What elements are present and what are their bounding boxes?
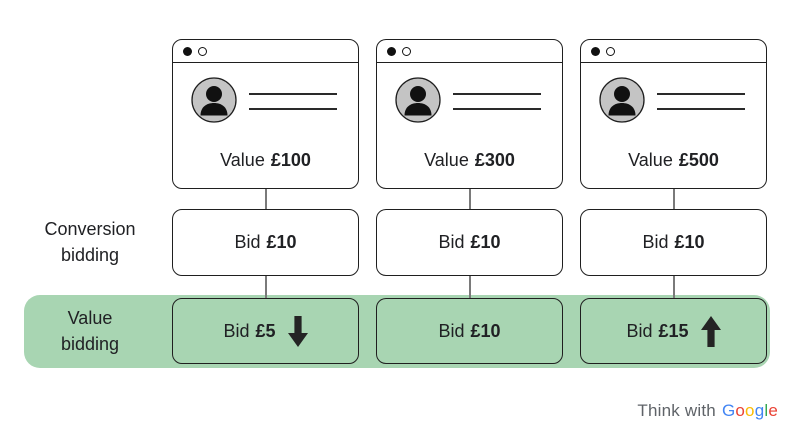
value-amount: £300 [474, 150, 515, 170]
value-word: Value [628, 150, 673, 170]
bid-word: Bid [642, 232, 669, 252]
value-amount: £500 [678, 150, 719, 170]
bid-amount: £10 [470, 232, 501, 252]
window-dot-outline-icon [606, 46, 615, 56]
window-dot-filled-icon [591, 46, 600, 56]
window-dot-filled-icon [387, 46, 396, 56]
user-avatar-icon [191, 77, 237, 123]
value-text: Value£300 [377, 144, 562, 176]
google-letter: l [764, 401, 769, 420]
value-bidding-label-line2: bidding [60, 334, 120, 354]
think-with-google-logo: Think with Google [637, 401, 778, 421]
connector-line [265, 187, 267, 211]
conversion-bidding-label-line1: Conversion [44, 219, 136, 239]
value-word: Value [424, 150, 469, 170]
value-amount: £100 [270, 150, 311, 170]
text-placeholder-line [657, 108, 745, 110]
window-titlebar [581, 40, 766, 63]
bid-word: Bid [223, 320, 250, 341]
value-text: Value£100 [173, 144, 358, 176]
column-value-500: Value£500 Bid£10 Bid£15 [580, 0, 767, 443]
bid-word: Bid [234, 232, 261, 252]
arrow-down-icon [287, 315, 308, 347]
user-avatar-icon [395, 77, 441, 123]
window-dot-outline-icon [402, 46, 411, 56]
value-bidding-label-line1: Value [67, 308, 113, 328]
conversion-bid-box: Bid£10 [580, 209, 767, 276]
browser-window-card: Value£100 [172, 39, 359, 189]
value-bid-box: Bid£15 [580, 298, 767, 364]
conversion-bid-box: Bid£10 [172, 209, 359, 276]
connector-line [469, 187, 471, 211]
google-letter: o [735, 401, 746, 420]
browser-window-card: Value£500 [580, 39, 767, 189]
window-titlebar [377, 40, 562, 63]
value-bidding-label: Value bidding [16, 305, 164, 357]
text-placeholder-line [453, 93, 541, 95]
google-wordmark: Google [722, 401, 778, 420]
text-placeholder-line [249, 93, 337, 95]
window-dot-outline-icon [198, 46, 207, 56]
connector-line [469, 274, 471, 300]
conversion-bidding-label: Conversion bidding [16, 216, 164, 268]
column-value-100: Value£100 Bid£10 Bid£5 [172, 0, 359, 443]
value-text: Value£500 [581, 144, 766, 176]
bid-amount: £10 [266, 232, 297, 252]
bid-word: Bid [438, 320, 465, 341]
value-bid-box: Bid£5 [172, 298, 359, 364]
google-letter: e [768, 401, 778, 420]
conversion-bidding-label-line2: bidding [60, 245, 120, 265]
brand-prefix: Think with [637, 401, 716, 420]
window-dot-filled-icon [183, 46, 192, 56]
bid-amount: £10 [674, 232, 705, 252]
conversion-bid-box: Bid£10 [376, 209, 563, 276]
connector-line [673, 274, 675, 300]
text-placeholder-line [453, 108, 541, 110]
connector-line [673, 187, 675, 211]
window-titlebar [173, 40, 358, 63]
value-bid-box: Bid£10 [376, 298, 563, 364]
bid-word: Bid [626, 320, 653, 341]
bid-amount: £15 [658, 320, 689, 341]
arrow-up-icon [700, 315, 721, 347]
text-placeholder-line [249, 108, 337, 110]
user-avatar-icon [599, 77, 645, 123]
bid-amount: £10 [470, 320, 501, 341]
bid-amount: £5 [255, 320, 276, 341]
google-letter: o [745, 401, 755, 420]
column-value-300: Value£300 Bid£10 Bid£10 [376, 0, 563, 443]
google-letter: g [754, 401, 765, 420]
google-letter: G [721, 401, 736, 420]
text-placeholder-line [657, 93, 745, 95]
connector-line [265, 274, 267, 300]
value-word: Value [220, 150, 265, 170]
browser-window-card: Value£300 [376, 39, 563, 189]
bid-word: Bid [438, 232, 465, 252]
